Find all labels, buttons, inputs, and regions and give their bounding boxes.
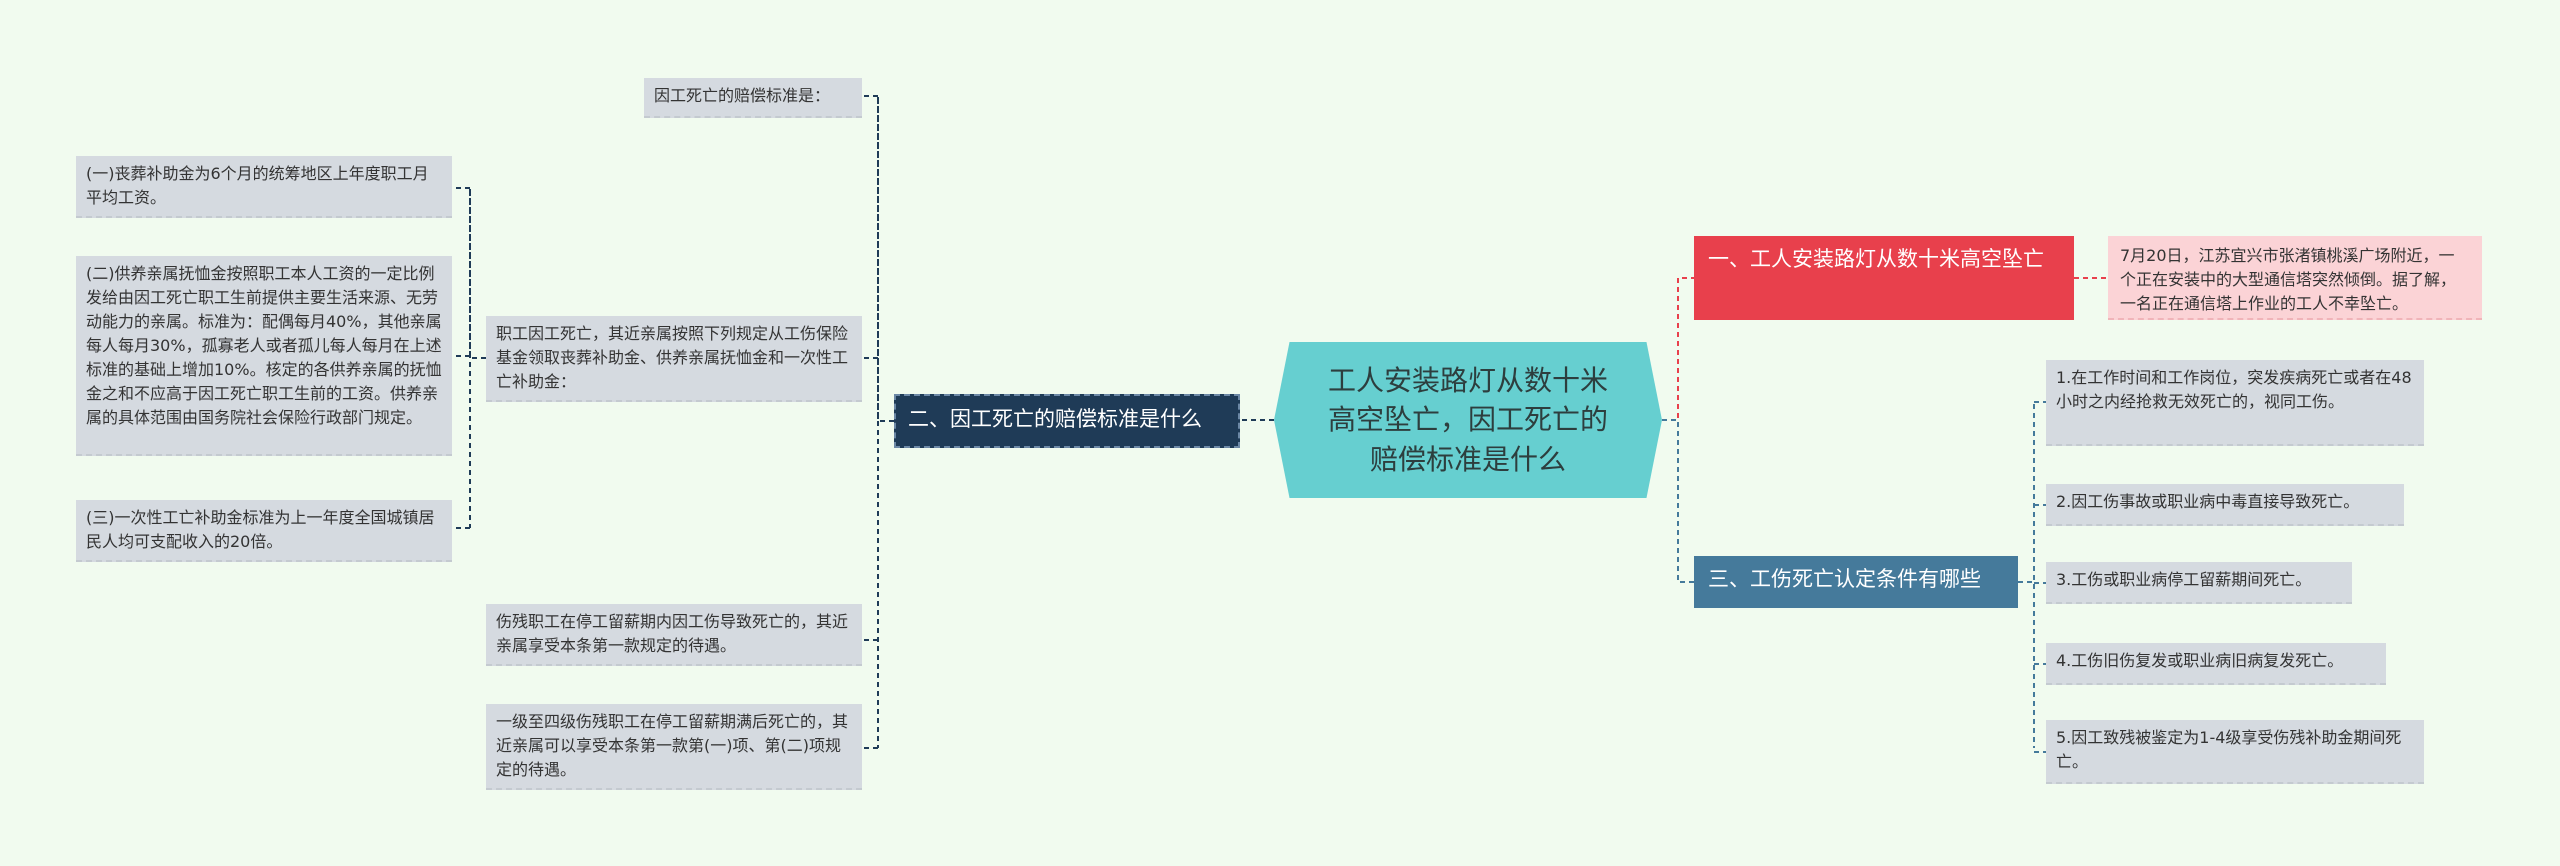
branch-1-accident[interactable]: 一、工人安装路灯从数十米高空坠亡 — [1694, 236, 2074, 320]
sub-item-pension-text: (二)供养亲属抚恤金按照职工本人工资的一定比例发给由因工死亡职工生前提供主要生活… — [86, 264, 442, 427]
central-topic[interactable]: 工人安装路灯从数十米高空坠亡，因工死亡的赔偿标准是什么 — [1274, 342, 1662, 498]
branch-2-compensation[interactable]: 二、因工死亡的赔偿标准是什么 — [894, 394, 1240, 448]
sub-item-pension[interactable]: (二)供养亲属抚恤金按照职工本人工资的一定比例发给由因工死亡职工生前提供主要生活… — [76, 256, 452, 456]
condition-item-1[interactable]: 1.在工作时间和工作岗位，突发疾病死亡或者在48小时之内经抢救无效死亡的，视同工… — [2046, 360, 2424, 446]
branch-1-label: 一、工人安装路灯从数十米高空坠亡 — [1708, 247, 2044, 271]
compensation-intro[interactable]: 因工死亡的赔偿标准是： — [644, 78, 862, 118]
note-disability-death[interactable]: 一级至四级伤残职工在停工留薪期满后死亡的，其近亲属可以享受本条第一款第(一)项、… — [486, 704, 862, 790]
branch-1-detail-text: 7月20日，江苏宜兴市张渚镇桃溪广场附近，一个正在安装中的大型通信塔突然倾倒。据… — [2120, 246, 2457, 313]
condition-item-3[interactable]: 3.工伤或职业病停工留薪期间死亡。 — [2046, 562, 2352, 604]
condition-item-4[interactable]: 4.工伤旧伤复发或职业病旧病复发死亡。 — [2046, 643, 2386, 685]
compensation-main[interactable]: 职工因工死亡，其近亲属按照下列规定从工伤保险基金领取丧葬补助金、供养亲属抚恤金和… — [486, 316, 862, 402]
branch-2-label: 二、因工死亡的赔偿标准是什么 — [908, 407, 1202, 431]
condition-item-3-text: 3.工伤或职业病停工留薪期间死亡。 — [2056, 570, 2312, 589]
condition-item-5-text: 5.因工致残被鉴定为1-4级享受伤残补助金期间死亡。 — [2056, 728, 2402, 771]
sub-item-lump-sum[interactable]: (三)一次性工亡补助金标准为上一年度全国城镇居民人均可支配收入的20倍。 — [76, 500, 452, 562]
condition-item-1-text: 1.在工作时间和工作岗位，突发疾病死亡或者在48小时之内经抢救无效死亡的，视同工… — [2056, 368, 2412, 411]
central-topic-text: 工人安装路灯从数十米高空坠亡，因工死亡的赔偿标准是什么 — [1327, 364, 1608, 476]
note-work-leave-death[interactable]: 伤残职工在停工留薪期内因工伤导致死亡的，其近亲属享受本条第一款规定的待遇。 — [486, 604, 862, 666]
compensation-main-text: 职工因工死亡，其近亲属按照下列规定从工伤保险基金领取丧葬补助金、供养亲属抚恤金和… — [496, 324, 849, 391]
sub-item-lump-sum-text: (三)一次性工亡补助金标准为上一年度全国城镇居民人均可支配收入的20倍。 — [86, 508, 435, 551]
sub-item-funeral-text: (一)丧葬补助金为6个月的统筹地区上年度职工月平均工资。 — [86, 164, 429, 207]
condition-item-2[interactable]: 2.因工伤事故或职业病中毒直接导致死亡。 — [2046, 484, 2404, 526]
note-work-leave-death-text: 伤残职工在停工留薪期内因工伤导致死亡的，其近亲属享受本条第一款规定的待遇。 — [496, 612, 849, 655]
condition-item-4-text: 4.工伤旧伤复发或职业病旧病复发死亡。 — [2056, 651, 2344, 670]
branch-3-conditions[interactable]: 三、工伤死亡认定条件有哪些 — [1694, 556, 2018, 608]
condition-item-2-text: 2.因工伤事故或职业病中毒直接导致死亡。 — [2056, 492, 2360, 511]
condition-item-5[interactable]: 5.因工致残被鉴定为1-4级享受伤残补助金期间死亡。 — [2046, 720, 2424, 784]
compensation-intro-text: 因工死亡的赔偿标准是： — [654, 86, 831, 105]
branch-1-detail[interactable]: 7月20日，江苏宜兴市张渚镇桃溪广场附近，一个正在安装中的大型通信塔突然倾倒。据… — [2108, 236, 2482, 320]
branch-3-label: 三、工伤死亡认定条件有哪些 — [1708, 567, 1981, 591]
note-disability-death-text: 一级至四级伤残职工在停工留薪期满后死亡的，其近亲属可以享受本条第一款第(一)项、… — [496, 712, 849, 779]
sub-item-funeral[interactable]: (一)丧葬补助金为6个月的统筹地区上年度职工月平均工资。 — [76, 156, 452, 218]
